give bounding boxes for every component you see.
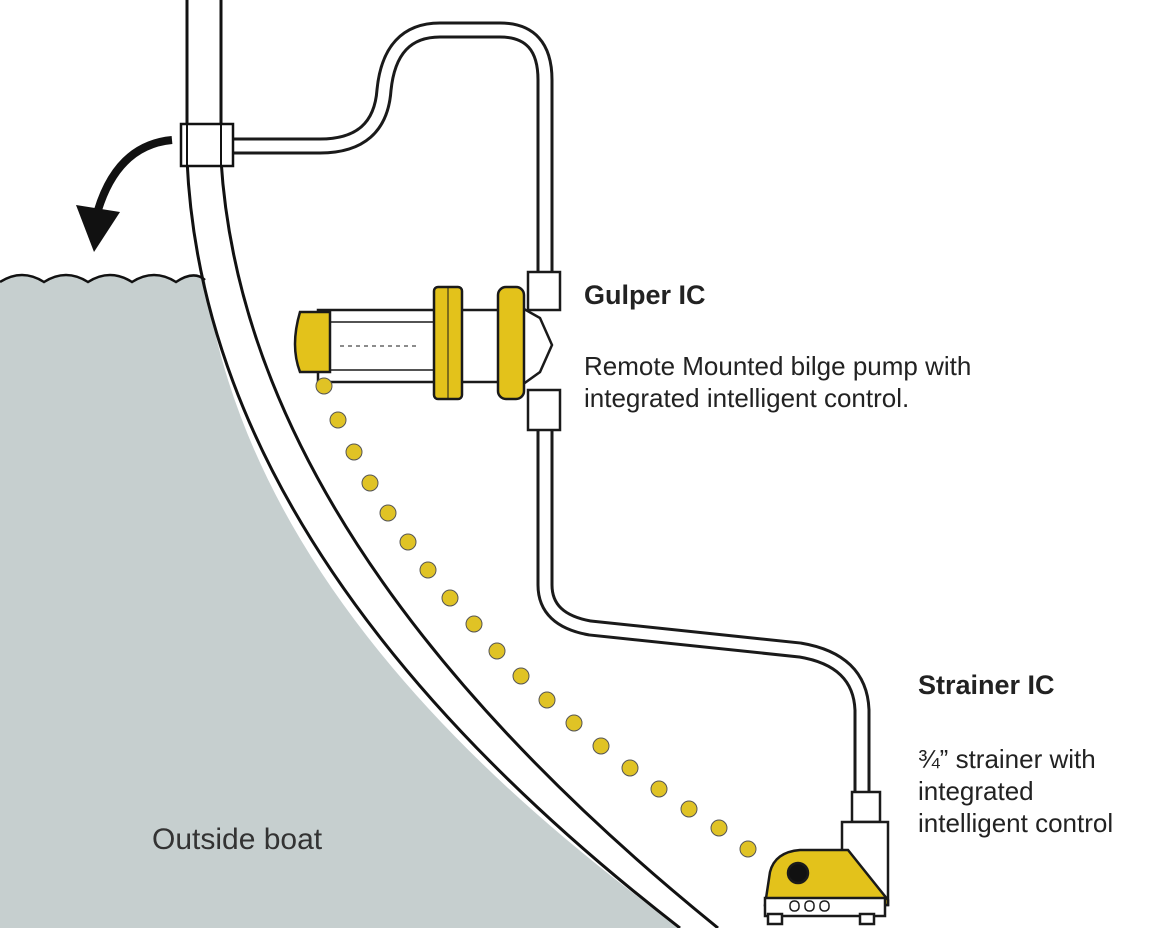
outside-boat-label: Outside boat [152, 823, 323, 856]
hull-inner-line [219, 0, 719, 928]
gulper-description-line: integrated intelligent control. [584, 383, 910, 413]
intake-hose [536, 420, 871, 800]
strainer-description: ¾” strainer with integrated intelligent … [918, 743, 1148, 839]
strainer-title: Strainer IC [918, 670, 1055, 700]
curved-arrow-down-icon [76, 136, 173, 252]
gulper-description-line: Remote Mounted bilge pump with [584, 351, 972, 381]
strainer-description-line: integrated [918, 776, 1034, 806]
water-region [0, 275, 680, 928]
strainer-description-line: ¾” strainer with [918, 744, 1096, 774]
water-surface-line [0, 273, 206, 284]
sensor-dot-path [315, 377, 757, 858]
gulper-description: Remote Mounted bilge pump with integrate… [584, 350, 1104, 414]
through-hull-fitting [179, 122, 235, 168]
gulper-pump [293, 270, 562, 432]
strainer-unit [763, 790, 890, 926]
strainer-description-line: intelligent control [918, 808, 1114, 838]
discharge-hose [230, 21, 554, 285]
gulper-title: Gulper IC [584, 280, 706, 310]
hull-outer-line [185, 0, 681, 928]
